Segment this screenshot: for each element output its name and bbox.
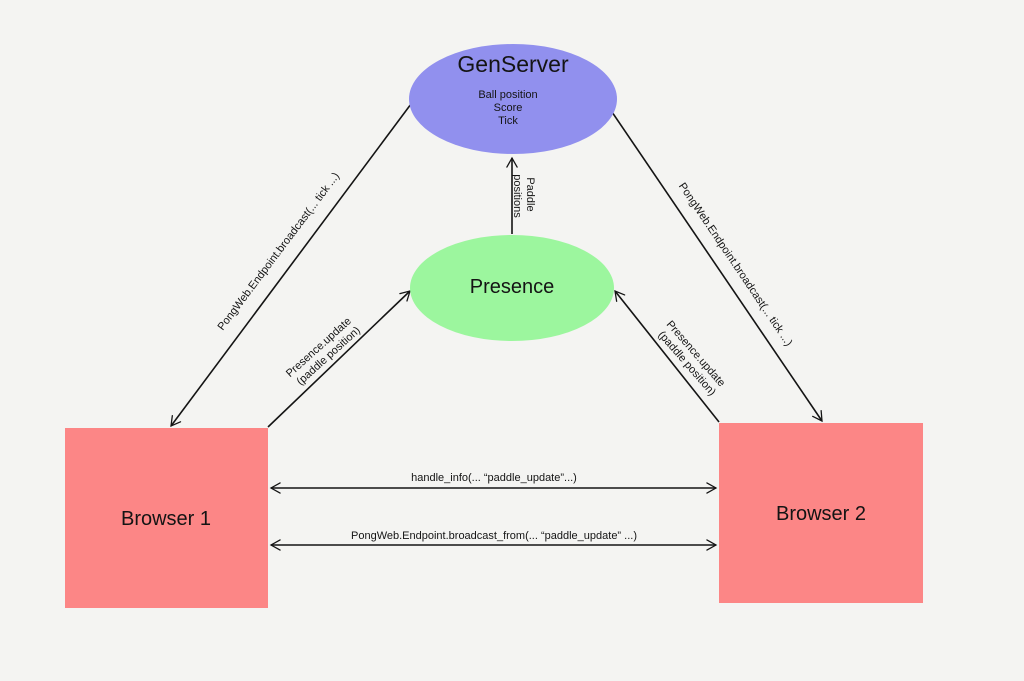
paddle-positions-label: Paddle positions [511, 174, 536, 218]
browser1-title: Browser 1 [121, 508, 211, 530]
edge-presence-update-left [267, 290, 411, 428]
broadcast-left-label: PongWeb.Endpoint.broadcast(... tick ...) [216, 170, 342, 332]
browser2-node [719, 423, 923, 603]
paddle-positions-line1: Paddle [524, 177, 536, 211]
genserver-detail-2: Score [494, 102, 523, 114]
edge-presence-update-right [614, 289, 720, 423]
edge-broadcast-left [170, 103, 412, 428]
presence-title: Presence [470, 276, 555, 298]
broadcast-from-label: PongWeb.Endpoint.broadcast_from(... “pad… [351, 530, 637, 542]
genserver-detail-1: Ball position [478, 89, 537, 101]
handle-info-label: handle_info(... “paddle_update”...) [411, 472, 577, 484]
presence-update-left-label: Presence.update (paddle position) [284, 313, 365, 389]
genserver-detail-3: Tick [498, 115, 518, 127]
presence-node [410, 235, 614, 341]
genserver-node [409, 44, 617, 154]
edge-broadcast-right [611, 111, 823, 423]
browser2-title: Browser 2 [776, 503, 866, 525]
paddle-positions-line2: positions [511, 174, 523, 218]
broadcast-right-label: PongWeb.Endpoint.broadcast(... tick ...) [676, 181, 795, 349]
browser1-node [65, 428, 268, 608]
genserver-title: GenServer [457, 51, 569, 77]
